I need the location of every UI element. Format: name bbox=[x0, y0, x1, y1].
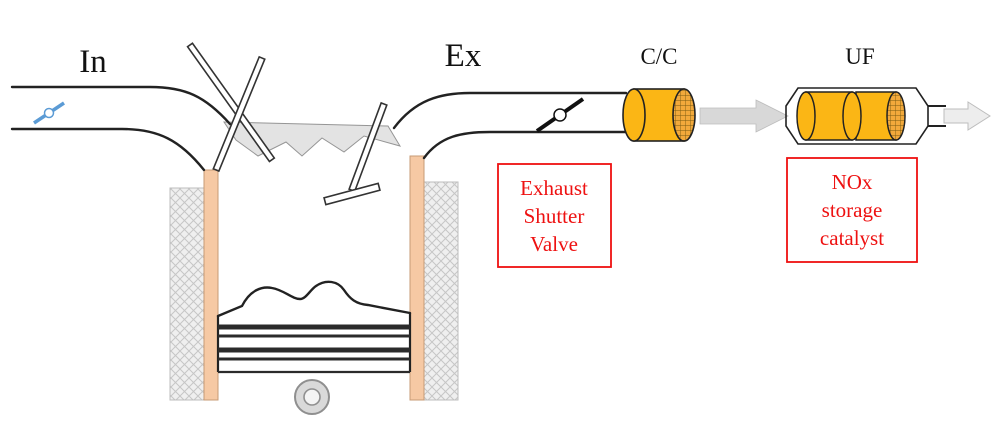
flow-arrow-out bbox=[943, 101, 991, 131]
cc-front-cap bbox=[622, 88, 646, 142]
combustion-chamber bbox=[223, 121, 402, 157]
cylinder-liner-right bbox=[409, 155, 425, 401]
callout-nox-line1: NOx bbox=[832, 170, 873, 194]
cc-label: C/C bbox=[640, 44, 677, 69]
exhaust-valve-head bbox=[323, 182, 381, 206]
piston-crown bbox=[216, 280, 412, 318]
cc-substrate-mesh bbox=[672, 88, 696, 142]
piston-pin-inner bbox=[303, 388, 321, 406]
intake-pipe bbox=[10, 85, 232, 172]
callout-exhaust-shutter-valve: Exhaust Shutter Valve bbox=[497, 163, 612, 268]
piston bbox=[216, 280, 412, 415]
underfloor-catalyst bbox=[785, 87, 929, 145]
callout-shutter-line3: Valve bbox=[530, 232, 578, 256]
uf-substrate-mesh bbox=[886, 91, 906, 141]
intake-label: In bbox=[79, 44, 107, 80]
intake-valve-icon bbox=[33, 101, 65, 125]
close-coupled-catalyst bbox=[622, 88, 696, 142]
callout-nox-line3: catalyst bbox=[820, 226, 884, 250]
uf-label: UF bbox=[845, 44, 874, 69]
callout-nox-line2: storage bbox=[822, 198, 883, 222]
callout-nox-storage-catalyst: NOx storage catalyst bbox=[786, 157, 918, 263]
callout-shutter-line2: Shutter bbox=[524, 204, 585, 228]
intake-valve-stem-2 bbox=[212, 55, 266, 173]
tailpipe bbox=[928, 101, 991, 131]
exhaust-valve-stem bbox=[348, 101, 388, 193]
piston-rings bbox=[218, 324, 410, 374]
callout-shutter-line1: Exhaust bbox=[520, 176, 588, 200]
cylinder-wall-right bbox=[423, 181, 459, 401]
flow-arrow-mid bbox=[699, 99, 789, 133]
exhaust-shutter-valve-icon bbox=[535, 97, 585, 133]
exhaust-label: Ex bbox=[445, 38, 482, 74]
intake-valve-stem bbox=[186, 42, 276, 163]
engine-cylinder bbox=[169, 42, 459, 415]
cylinder-wall-left bbox=[169, 187, 205, 401]
cylinder-liner-left bbox=[203, 169, 219, 401]
exhaust-pipe bbox=[392, 91, 628, 160]
